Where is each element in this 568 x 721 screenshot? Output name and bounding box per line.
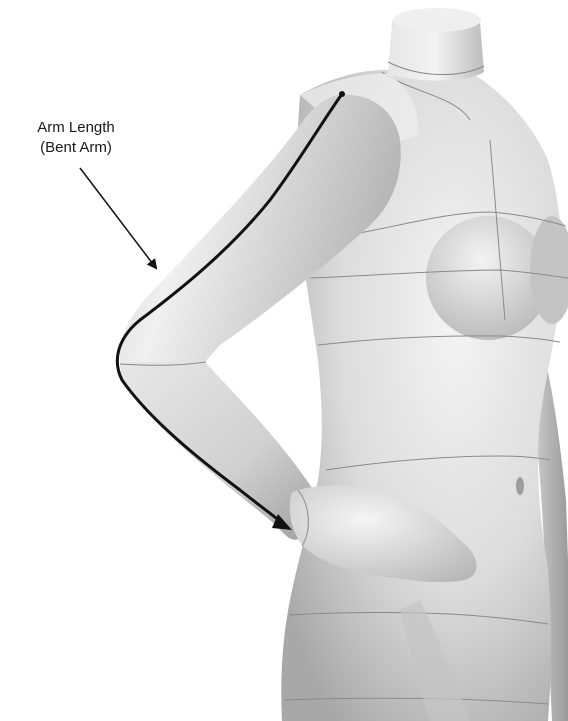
measure-start-point bbox=[339, 91, 345, 97]
navel bbox=[516, 477, 524, 495]
neck-top bbox=[393, 8, 481, 32]
bent-arm-label: (Bent Arm) bbox=[6, 138, 146, 158]
arm-length-label: Arm Length bbox=[6, 118, 146, 138]
